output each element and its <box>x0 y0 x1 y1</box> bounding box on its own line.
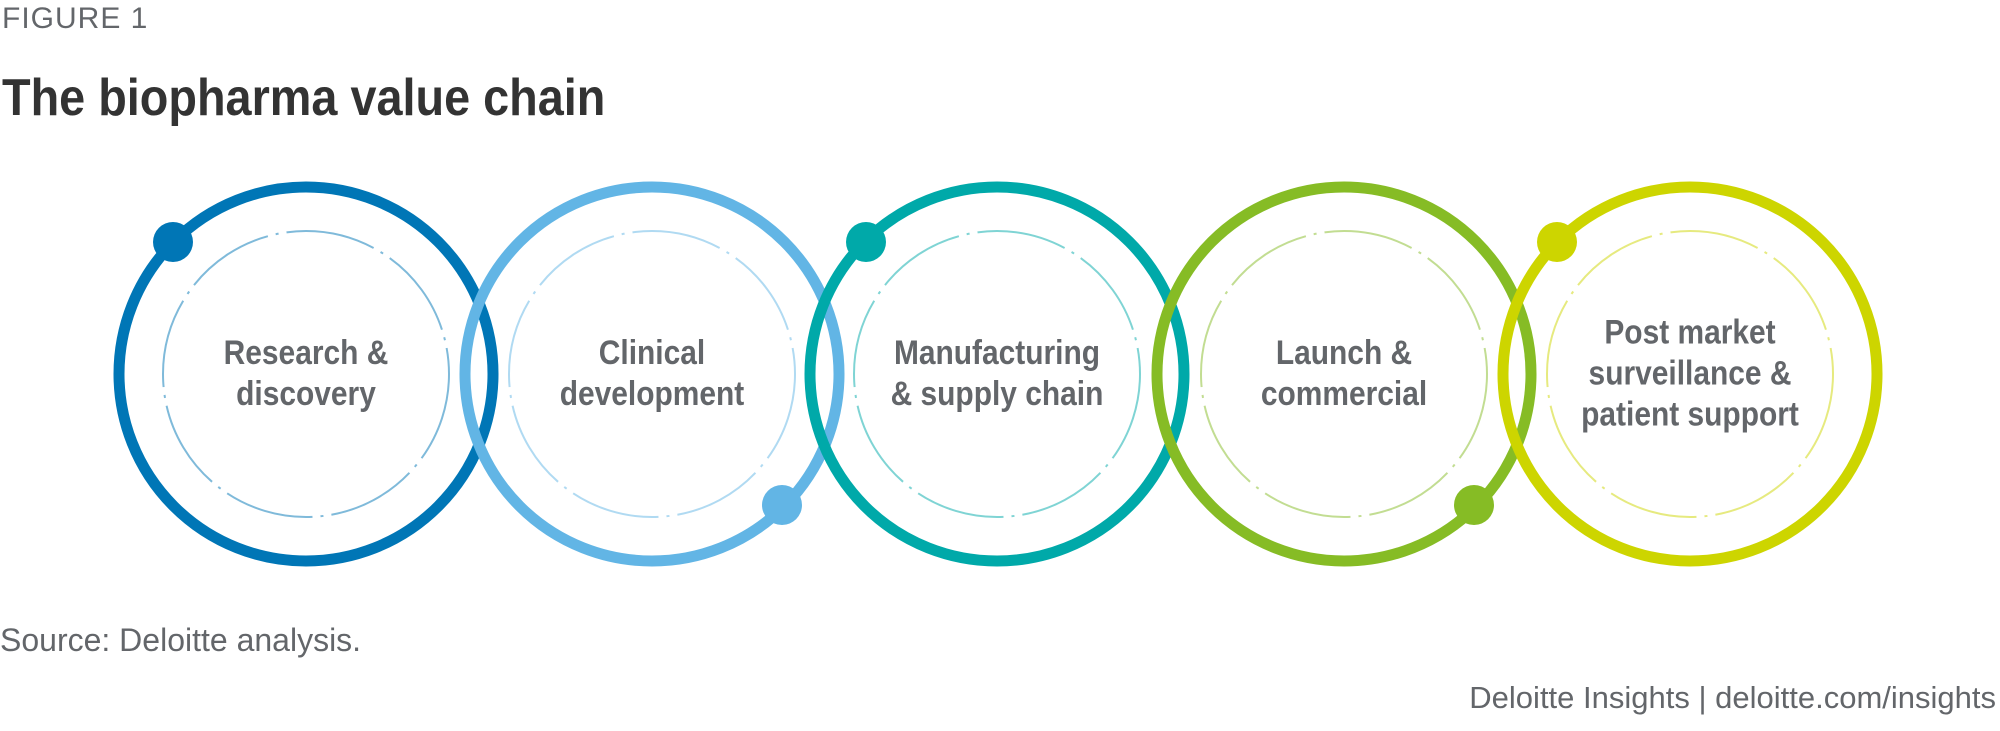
stage-label-line: commercial <box>1260 375 1428 413</box>
outer-ring <box>459 181 845 567</box>
stage-label: Research &discovery <box>183 333 429 415</box>
stage-label-line: discovery <box>236 375 376 413</box>
outer-ring <box>804 181 1190 567</box>
stage-label-line: Launch & <box>1275 334 1413 372</box>
stage-5 <box>1497 181 1883 567</box>
outer-ring <box>1497 181 1883 567</box>
stage-label-line: Clinical <box>598 334 706 372</box>
stage-label-line: Post market <box>1604 313 1776 352</box>
source-note: Source: Deloitte analysis. <box>0 622 362 658</box>
stage-4 <box>1151 181 1537 567</box>
stage-label-line: & supply chain <box>890 375 1104 413</box>
figure-title: The biopharma value chain <box>2 69 606 127</box>
inner-dashed-ring <box>162 230 450 518</box>
stage-label-line: surveillance & <box>1588 354 1792 393</box>
stage-label-line: patient support <box>1581 395 1799 434</box>
inner-dashed-ring <box>853 230 1141 518</box>
inner-dashed-ring <box>508 230 796 518</box>
footer-credit: Deloitte Insights | deloitte.com/insight… <box>1469 680 1996 715</box>
stage-label: Manufacturing& supply chain <box>874 333 1120 415</box>
ring-node-dot <box>762 485 802 525</box>
stage-label: Launch &commercial <box>1221 333 1467 415</box>
figure-label: FIGURE 1 <box>2 2 149 35</box>
ring-node-dot <box>153 222 193 262</box>
ring-node-dot <box>846 222 886 262</box>
stage-label-line: development <box>559 375 745 413</box>
ring-node-dot <box>1454 485 1494 525</box>
stage-label-line: Research & <box>223 334 389 372</box>
ring-node-dot <box>1537 222 1577 262</box>
stage-1 <box>113 181 499 567</box>
inner-dashed-ring <box>1546 230 1834 518</box>
outer-ring <box>1151 181 1537 567</box>
outer-ring <box>113 181 499 567</box>
stage-label-line: Manufacturing <box>893 334 1101 372</box>
inner-dashed-ring <box>1200 230 1488 518</box>
stage-3 <box>804 181 1190 567</box>
stage-2 <box>459 181 845 567</box>
